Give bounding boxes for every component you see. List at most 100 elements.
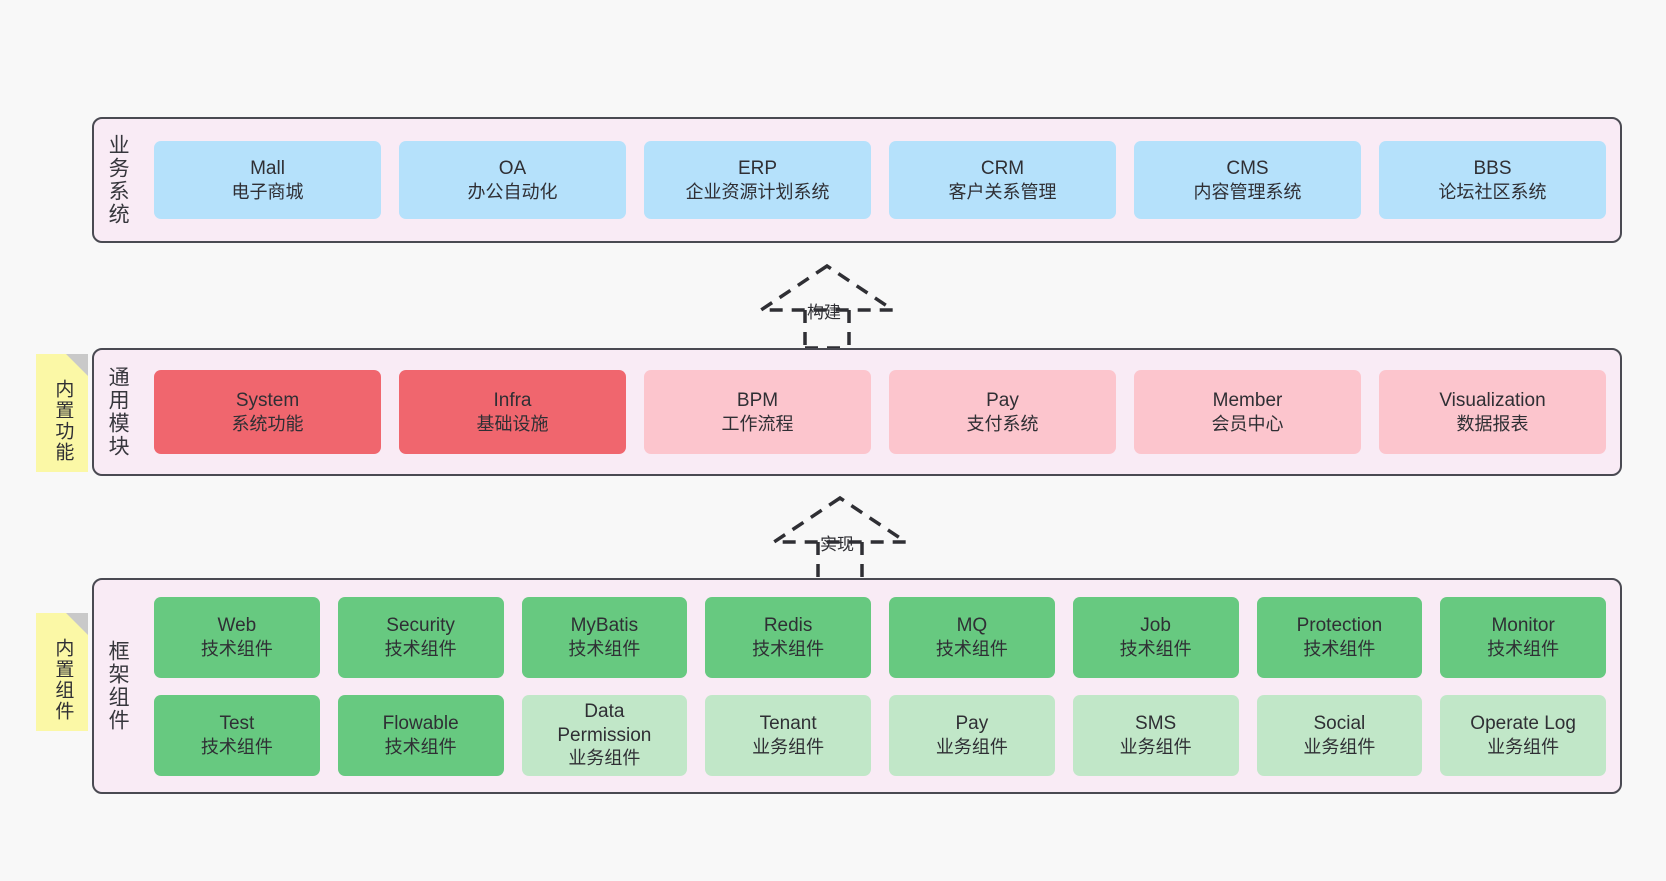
box-row-framework-technical: Web 技术组件 Security 技术组件 MyBatis 技术组件 Redi…: [154, 596, 1606, 678]
layer-panel-framework: 框架组件 Web 技术组件 Security 技术组件 MyBatis 技术组件…: [92, 578, 1622, 794]
item-sub-label: 技术组件: [568, 638, 641, 659]
item-sub-label: 技术组件: [384, 638, 457, 659]
layer-title-business: 业务系统: [106, 134, 130, 226]
item-sub-label: 论坛社区系统: [1438, 181, 1547, 202]
item-sub-label: 业务组件: [1303, 736, 1376, 757]
item-main-label: CRM: [980, 158, 1025, 180]
item-box-system[interactable]: System 系统功能: [154, 370, 381, 454]
item-box-visualization[interactable]: Visualization 数据报表: [1379, 370, 1606, 454]
item-sub-label: 技术组件: [935, 638, 1008, 659]
item-box-monitor[interactable]: Monitor 技术组件: [1440, 596, 1606, 678]
item-box-crm[interactable]: CRM 客户关系管理: [889, 141, 1116, 219]
layer-panel-business: 业务系统 Mall 电子商城 OA 办公自动化 ERP 企业资源计划系统 CRM…: [92, 117, 1622, 243]
item-box-member[interactable]: Member 会员中心: [1134, 370, 1361, 454]
item-box-mq[interactable]: MQ 技术组件: [889, 596, 1055, 678]
item-sub-label: 技术组件: [200, 736, 273, 757]
item-main-label: OA: [498, 158, 527, 180]
item-sub-label: 系统功能: [231, 413, 304, 434]
item-box-test[interactable]: Test 技术组件: [154, 694, 320, 776]
item-box-mybatis[interactable]: MyBatis 技术组件: [521, 596, 688, 678]
item-box-flowable[interactable]: Flowable 技术组件: [337, 694, 504, 776]
item-box-mall[interactable]: Mall 电子商城: [154, 141, 381, 219]
item-sub-label: 数据报表: [1456, 413, 1529, 434]
item-main-label: Member: [1212, 390, 1283, 412]
item-sub-label: 办公自动化: [467, 181, 558, 202]
item-sub-label: 技术组件: [752, 638, 825, 659]
item-sub-label: 会员中心: [1211, 413, 1284, 434]
item-main-label: System: [235, 390, 300, 412]
item-sub-label: 技术组件: [1487, 638, 1560, 659]
item-main-label: Test: [219, 713, 255, 735]
sticky-note-label: 内置功能: [52, 379, 74, 463]
item-main-label: Infra: [493, 390, 532, 412]
item-main-label: Security: [386, 615, 455, 637]
sticky-note-label: 内置组件: [52, 638, 74, 722]
item-sub-label: 技术组件: [1303, 638, 1376, 659]
box-row-module: System 系统功能 Infra 基础设施 BPM 工作流程 Pay 支付系统…: [154, 370, 1606, 454]
item-sub-label: 业务组件: [935, 736, 1008, 757]
item-main-label: Mall: [250, 158, 285, 180]
sticky-note-builtin-function: 内置功能: [36, 354, 88, 472]
arrow-head-triangle: [768, 495, 912, 544]
item-box-web[interactable]: Web 技术组件: [154, 596, 320, 678]
item-sub-label: 支付系统: [966, 413, 1039, 434]
item-box-tenant[interactable]: Tenant 业务组件: [705, 694, 871, 776]
item-box-erp[interactable]: ERP 企业资源计划系统: [644, 141, 871, 219]
connector-implement-label: 实现: [820, 535, 854, 554]
item-sub-label: 业务组件: [1119, 736, 1192, 757]
item-box-pay[interactable]: Pay 支付系统: [889, 370, 1116, 454]
item-box-protection[interactable]: Protection 技术组件: [1256, 596, 1423, 678]
layer-title-module: 通用模块: [106, 366, 130, 458]
item-box-infra[interactable]: Infra 基础设施: [399, 370, 626, 454]
box-row-business: Mall 电子商城 OA 办公自动化 ERP 企业资源计划系统 CRM 客户关系…: [154, 141, 1606, 219]
item-box-pay-component[interactable]: Pay 业务组件: [889, 694, 1055, 776]
item-main-label: MQ: [956, 615, 988, 637]
item-box-bbs[interactable]: BBS 论坛社区系统: [1379, 141, 1606, 219]
item-box-data-permission[interactable]: Data Permission 业务组件: [521, 694, 688, 776]
item-sub-label: 企业资源计划系统: [685, 181, 830, 202]
item-box-redis[interactable]: Redis 技术组件: [705, 596, 871, 678]
item-main-label: Pay: [986, 390, 1019, 412]
box-row-framework-business: Test 技术组件 Flowable 技术组件 Data Permission …: [154, 694, 1606, 776]
layer-body-business: Mall 电子商城 OA 办公自动化 ERP 企业资源计划系统 CRM 客户关系…: [140, 119, 1620, 241]
item-main-label: ERP: [737, 158, 778, 180]
item-main-label: Job: [1140, 615, 1171, 637]
sticky-note-builtin-component: 内置组件: [36, 613, 88, 731]
item-sub-label: 技术组件: [1119, 638, 1192, 659]
item-main-label: Operate Log: [1470, 713, 1576, 735]
item-box-cms[interactable]: CMS 内容管理系统: [1134, 141, 1361, 219]
item-main-label: BPM: [736, 390, 779, 412]
item-main-label: BBS: [1473, 158, 1512, 180]
item-main-label: Web: [217, 615, 257, 637]
item-main-label: Flowable: [382, 713, 459, 735]
connector-implement: 实现: [768, 490, 928, 582]
item-sub-label: 基础设施: [476, 413, 549, 434]
item-sub-label: 客户关系管理: [948, 181, 1057, 202]
item-sub-label: 电子商城: [231, 181, 304, 202]
item-box-bpm[interactable]: BPM 工作流程: [644, 370, 871, 454]
layer-panel-module: 通用模块 System 系统功能 Infra 基础设施 BPM 工作流程 Pay…: [92, 348, 1622, 476]
layer-body-framework: Web 技术组件 Security 技术组件 MyBatis 技术组件 Redi…: [140, 580, 1620, 792]
item-box-operate-log[interactable]: Operate Log 业务组件: [1440, 694, 1606, 776]
item-main-label: Visualization: [1439, 390, 1546, 412]
sticky-fold-corner: [66, 613, 88, 635]
item-main-label: Protection: [1296, 615, 1383, 637]
item-box-security[interactable]: Security 技术组件: [337, 596, 504, 678]
item-sub-label: 业务组件: [568, 748, 641, 769]
item-main-label: Monitor: [1491, 615, 1555, 637]
item-sub-label: 内容管理系统: [1193, 181, 1302, 202]
item-box-oa[interactable]: OA 办公自动化: [399, 141, 626, 219]
item-sub-label: 业务组件: [1487, 736, 1560, 757]
sticky-fold-corner: [66, 354, 88, 376]
connector-build: 构建: [755, 258, 915, 350]
item-box-social[interactable]: Social 业务组件: [1256, 694, 1423, 776]
item-box-job[interactable]: Job 技术组件: [1072, 596, 1239, 678]
connector-build-label: 构建: [807, 303, 841, 322]
item-main-label: Social: [1313, 713, 1366, 735]
item-sub-label: 技术组件: [200, 638, 273, 659]
item-box-sms[interactable]: SMS 业务组件: [1072, 694, 1239, 776]
layer-title-framework: 框架组件: [106, 640, 130, 732]
item-main-label: Data Permission: [557, 701, 652, 746]
item-sub-label: 技术组件: [384, 736, 457, 757]
